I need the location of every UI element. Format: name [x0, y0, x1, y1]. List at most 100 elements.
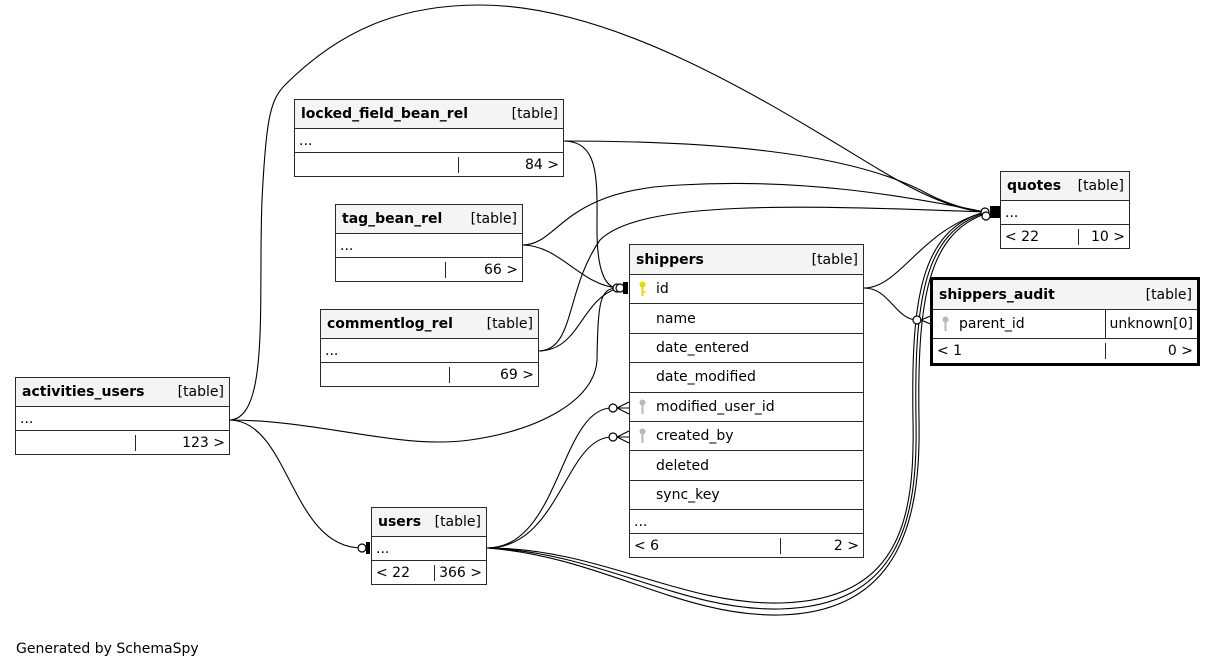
parents-count[interactable]: < 6 [634, 537, 660, 554]
table-footer: 66 > [336, 258, 522, 281]
table-header: shippers [table] [630, 245, 863, 275]
modified-user-id-endpoint [608, 401, 630, 415]
column-name: created_by [656, 428, 734, 445]
edge-tag-shippers [521, 244, 619, 289]
edge-activities-users-quotes [228, 4, 986, 421]
children-count[interactable]: 69 > [449, 366, 538, 383]
children-count[interactable]: 366 > [434, 564, 486, 581]
table-quotes[interactable]: quotes [table] ... < 22 10 > [1000, 171, 1130, 249]
table-name[interactable]: tag_bean_rel [342, 211, 443, 227]
table-kind: [table] [486, 316, 533, 332]
more-columns: ... [1005, 204, 1019, 221]
table-name[interactable]: commentlog_rel [327, 316, 453, 332]
table-header: tag_bean_rel [table] [336, 205, 522, 234]
table-header: locked_field_bean_rel [table] [295, 100, 563, 129]
quotes-endpoint [980, 206, 1000, 221]
table-header: shippers_audit [table] [933, 280, 1197, 310]
column-name: name [656, 310, 696, 327]
column-name: id [656, 281, 669, 298]
children-count[interactable]: 2 > [780, 537, 863, 554]
more-columns-row: ... [336, 234, 522, 258]
table-name[interactable]: quotes [1007, 178, 1062, 194]
table-tag-bean-rel[interactable]: tag_bean_rel [table] ... 66 > [335, 204, 523, 282]
table-users[interactable]: users [table] ... < 22 366 > [371, 507, 487, 585]
column-row-date-entered[interactable]: date_entered [630, 334, 863, 364]
column-row-parent-id[interactable]: parent_id unknown[0] [933, 310, 1197, 339]
column-row-name[interactable]: name [630, 304, 863, 334]
children-count[interactable]: 84 > [458, 156, 563, 173]
edge-activities-users [228, 419, 363, 549]
foreign-key-icon [639, 399, 646, 414]
children-count[interactable]: 10 > [1078, 228, 1129, 245]
table-kind: [table] [811, 251, 858, 268]
table-footer: 84 > [295, 153, 563, 176]
edge-users-quotes-3 [486, 213, 986, 616]
edge-activities-shippers [228, 287, 619, 443]
children-count[interactable]: 123 > [135, 434, 229, 451]
children-count[interactable]: 66 > [445, 261, 522, 278]
column-name: parent_id [959, 316, 1025, 332]
edge-users-quotes-2 [486, 212, 986, 610]
table-name[interactable]: users [378, 514, 422, 530]
table-kind: [table] [511, 106, 558, 122]
parents-count[interactable]: < 1 [937, 343, 963, 359]
column-type: unknown[0] [1104, 310, 1197, 338]
column-name: sync_key [656, 486, 720, 503]
more-columns-row: ... [372, 537, 486, 561]
table-name[interactable]: activities_users [22, 384, 145, 400]
table-footer: < 1 0 > [933, 339, 1197, 363]
created-by-endpoint [608, 430, 630, 444]
table-kind: [table] [1077, 178, 1124, 194]
table-activities-users[interactable]: activities_users [table] ... 123 > [15, 377, 230, 455]
column-row-sync-key[interactable]: sync_key [630, 481, 863, 511]
table-locked-field-bean-rel[interactable]: locked_field_bean_rel [table] ... 84 > [294, 99, 564, 177]
edge-users-created [486, 436, 613, 549]
table-footer: 69 > [321, 363, 538, 386]
parents-count[interactable]: < 22 [1005, 228, 1039, 245]
table-footer: 123 > [16, 431, 229, 454]
table-shippers[interactable]: shippers [table] id name date_entered da… [629, 244, 864, 559]
table-name[interactable]: shippers [636, 251, 704, 268]
table-header: quotes [table] [1001, 172, 1129, 201]
table-name[interactable]: shippers_audit [939, 286, 1055, 303]
edge-commentlog-shippers [537, 287, 619, 352]
table-footer: < 22 10 > [1001, 225, 1129, 248]
more-columns: ... [299, 132, 313, 149]
edge-users-quotes-1 [486, 211, 986, 604]
parents-count[interactable]: < 22 [376, 564, 410, 581]
foreign-key-icon [639, 428, 646, 444]
edge-locked-shippers [562, 140, 619, 289]
edge-locked-quotes [562, 140, 986, 213]
column-row-deleted[interactable]: deleted [630, 451, 863, 481]
column-row-id[interactable]: id [630, 275, 863, 305]
table-header: commentlog_rel [table] [321, 310, 538, 339]
column-name: date_modified [656, 369, 756, 386]
table-kind: [table] [470, 211, 517, 227]
table-commentlog-rel[interactable]: commentlog_rel [table] ... 69 > [320, 309, 539, 387]
more-columns: ... [376, 540, 390, 557]
more-columns-row: ... [295, 129, 563, 153]
more-columns-row: ... [321, 339, 538, 363]
more-columns-row: ... [16, 407, 229, 431]
table-kind: [table] [434, 514, 481, 530]
table-header: users [table] [372, 508, 486, 537]
more-columns: ... [20, 410, 34, 427]
column-name: date_entered [656, 339, 750, 356]
column-row-date-modified[interactable]: date_modified [630, 363, 863, 393]
more-columns-row: ... [630, 510, 863, 535]
table-footer: < 6 2 > [630, 534, 863, 557]
edge-users-modified [486, 407, 613, 549]
table-kind: [table] [1145, 286, 1192, 303]
edge-commentlog-quotes [537, 206, 986, 352]
generated-by-label: Generated by SchemaSpy [16, 641, 199, 657]
column-row-modified-user-id[interactable]: modified_user_id [630, 393, 863, 422]
children-count[interactable]: 0 > [1105, 343, 1197, 359]
more-columns: ... [340, 237, 354, 254]
edge-shippers-quotes [863, 211, 986, 289]
primary-key-icon [639, 281, 646, 297]
table-shippers-audit[interactable]: shippers_audit [table] parent_id unknown… [930, 277, 1200, 366]
edge-tag-quotes [521, 182, 986, 246]
table-name[interactable]: locked_field_bean_rel [301, 106, 468, 122]
column-row-created-by[interactable]: created_by [630, 422, 863, 452]
